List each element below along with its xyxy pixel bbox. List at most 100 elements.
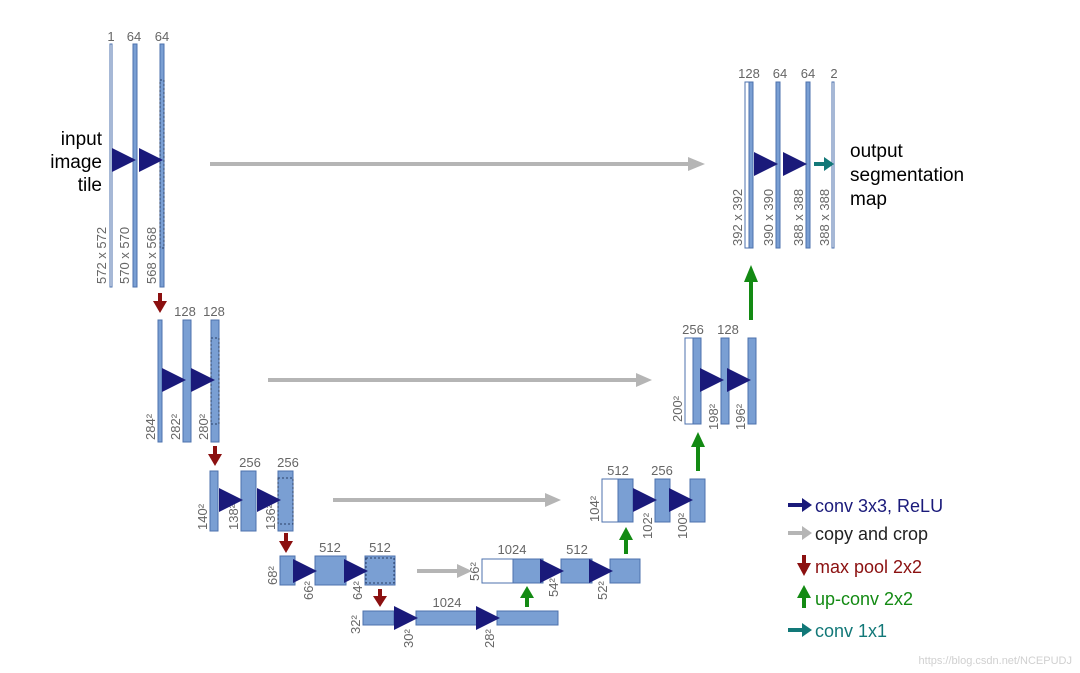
level5-bottleneck: 1024 32² 30² 28²	[348, 595, 559, 648]
channel-label: 64	[773, 66, 787, 81]
conv1x1-arrow	[814, 157, 834, 171]
size-label: 32²	[348, 615, 363, 634]
channel-label: 64	[801, 66, 815, 81]
output-label-line: segmentation	[850, 165, 964, 186]
level2-decoder: 256 128 200² 198² 196²	[670, 322, 757, 430]
max-pool-arrow	[208, 446, 222, 466]
feature-map-l3-dconv2	[689, 478, 706, 523]
feature-map-l3-conv2	[277, 470, 294, 532]
legend-label-upconv: up-conv 2x2	[815, 589, 913, 609]
legend-label-conv: conv 3x3, ReLU	[815, 496, 943, 516]
feature-map-l4-pool	[279, 555, 296, 586]
feature-map-l4-dconv2	[609, 558, 641, 584]
size-label: 56²	[467, 562, 482, 581]
size-label: 570 x 570	[117, 227, 132, 284]
feature-map-l2-dconv2	[747, 337, 757, 425]
channel-label: 256	[682, 322, 704, 337]
feature-map-l2-conv1	[182, 319, 192, 443]
size-label: 200²	[670, 395, 685, 422]
feature-map-l3-dconv1	[654, 478, 671, 523]
level3-decoder: 512 256 104² 102² 100²	[587, 463, 706, 539]
feature-map-l2-pool	[157, 319, 163, 443]
size-label: 28²	[482, 629, 497, 648]
channel-label: 128	[203, 304, 225, 319]
up-conv-arrow	[744, 265, 758, 320]
output-label-line: map	[850, 189, 887, 210]
channel-label: 128	[717, 322, 739, 337]
level3-encoder: 256 256 140² 138² 136²	[195, 455, 299, 532]
size-label: 68²	[265, 566, 280, 585]
level1-encoder: 1 64 64 572 x 572 570 x 570 568 x 568 in…	[50, 29, 169, 288]
copy-arrow	[333, 493, 561, 507]
legend: conv 3x3, ReLU copy and crop max pool 2x…	[788, 496, 943, 641]
feature-map-l1-dconv1	[775, 81, 781, 249]
feature-map-l4-up	[512, 558, 544, 584]
feature-map-l1-copy	[744, 81, 750, 249]
input-label-line: image	[50, 152, 102, 173]
feature-map-l4-dconv1	[560, 558, 593, 584]
size-label: 568 x 568	[144, 227, 159, 284]
channel-label: 512	[319, 540, 341, 555]
legend-item-pool: max pool 2x2	[797, 555, 922, 577]
up-conv-arrows	[520, 265, 758, 607]
size-label: 136²	[263, 503, 278, 530]
size-label: 52²	[595, 581, 610, 600]
channel-label: 2	[830, 66, 837, 81]
feature-map-l1-up	[748, 81, 754, 249]
channel-label: 128	[174, 304, 196, 319]
channel-label: 256	[239, 455, 261, 470]
legend-item-upconv: up-conv 2x2	[797, 585, 913, 609]
legend-label-pool: max pool 2x2	[815, 557, 922, 577]
level4-encoder: 512 512 68² 66² 64²	[265, 540, 396, 600]
level4-decoder: 1024 512 56² 54² 52²	[467, 542, 641, 600]
feature-map-l3-conv1	[240, 470, 257, 532]
feature-map-l4-conv2	[364, 555, 396, 586]
max-pool-arrow	[279, 533, 293, 553]
channel-label: 1	[107, 29, 114, 44]
feature-map-l3-crop	[277, 477, 294, 525]
channel-label: 256	[277, 455, 299, 470]
size-label: 282²	[168, 413, 183, 440]
feature-map-l2-dconv1	[720, 337, 730, 425]
channel-label: 512	[607, 463, 629, 478]
copy-arrow	[210, 157, 705, 171]
legend-item-copy: copy and crop	[788, 524, 928, 544]
input-label-line: tile	[78, 175, 102, 196]
channel-label: 128	[738, 66, 760, 81]
size-label: 104²	[587, 495, 602, 522]
feature-map-l2-copy	[684, 337, 694, 425]
legend-item-conv1x1: conv 1x1	[788, 621, 887, 641]
input-label-line: input	[61, 129, 103, 150]
channel-label: 256	[651, 463, 673, 478]
size-label: 388 x 388	[791, 189, 806, 246]
legend-label-conv1x1: conv 1x1	[815, 621, 887, 641]
channel-label: 1024	[433, 595, 462, 610]
size-label: 54²	[546, 578, 561, 597]
legend-item-conv: conv 3x3, ReLU	[788, 496, 943, 516]
size-label: 280²	[196, 413, 211, 440]
legend-label-copy: copy and crop	[815, 524, 928, 544]
feature-map-l4-conv1	[314, 555, 347, 586]
feature-map-l1-conv1	[132, 43, 138, 288]
size-label: 284²	[143, 413, 158, 440]
output-label-line: output	[850, 141, 904, 162]
feature-map-l4-copy	[481, 558, 514, 584]
copy-crop-arrows	[210, 157, 705, 578]
size-label: 198²	[706, 403, 721, 430]
size-label: 572 x 572	[94, 227, 109, 284]
up-conv-arrow	[520, 586, 534, 607]
channel-label: 64	[127, 29, 141, 44]
copy-arrow	[417, 564, 472, 578]
channel-label: 1024	[498, 542, 527, 557]
up-conv-arrow	[691, 432, 705, 471]
size-label: 388 x 388	[817, 189, 832, 246]
watermark: https://blog.csdn.net/NCEPUDJ	[919, 655, 1072, 667]
feature-map-l3-copy	[601, 478, 619, 523]
feature-map-l5-pool	[362, 610, 395, 626]
up-conv-arrow	[619, 527, 633, 554]
feature-map-input	[109, 43, 113, 288]
level1-decoder: 128 64 64 2 392 x 392 390 x 390 388 x 38…	[730, 66, 964, 249]
size-label: 392 x 392	[730, 189, 745, 246]
feature-map-l5-conv1	[415, 610, 478, 626]
